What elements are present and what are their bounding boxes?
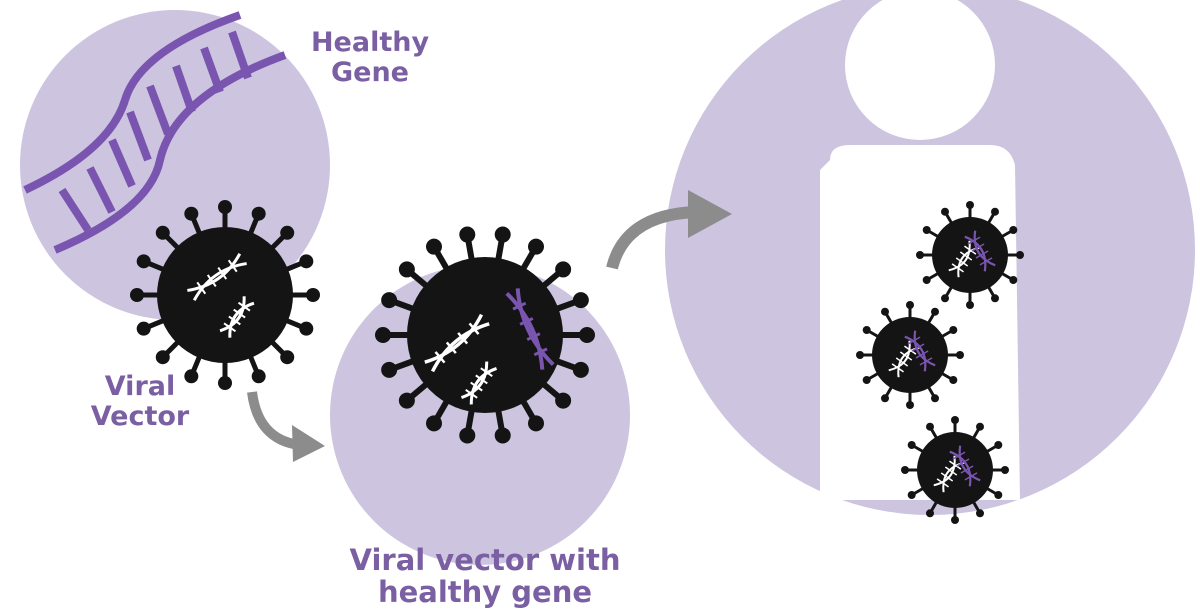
virus-icon <box>901 416 1009 524</box>
viral-vector-label: Viral Vector <box>90 371 190 432</box>
curved-arrow-icon <box>247 391 325 462</box>
healthy-gene-label: Healthy Gene <box>310 27 430 88</box>
virus-icon <box>375 226 595 444</box>
dna-helix-icon <box>23 11 287 254</box>
virus-icon <box>856 301 964 409</box>
viral-vector-with-gene-label: Viral vector with healthy gene <box>349 543 621 609</box>
curved-arrow-icon <box>606 190 732 270</box>
virus-icon <box>130 200 320 390</box>
virus-icon <box>916 201 1024 309</box>
